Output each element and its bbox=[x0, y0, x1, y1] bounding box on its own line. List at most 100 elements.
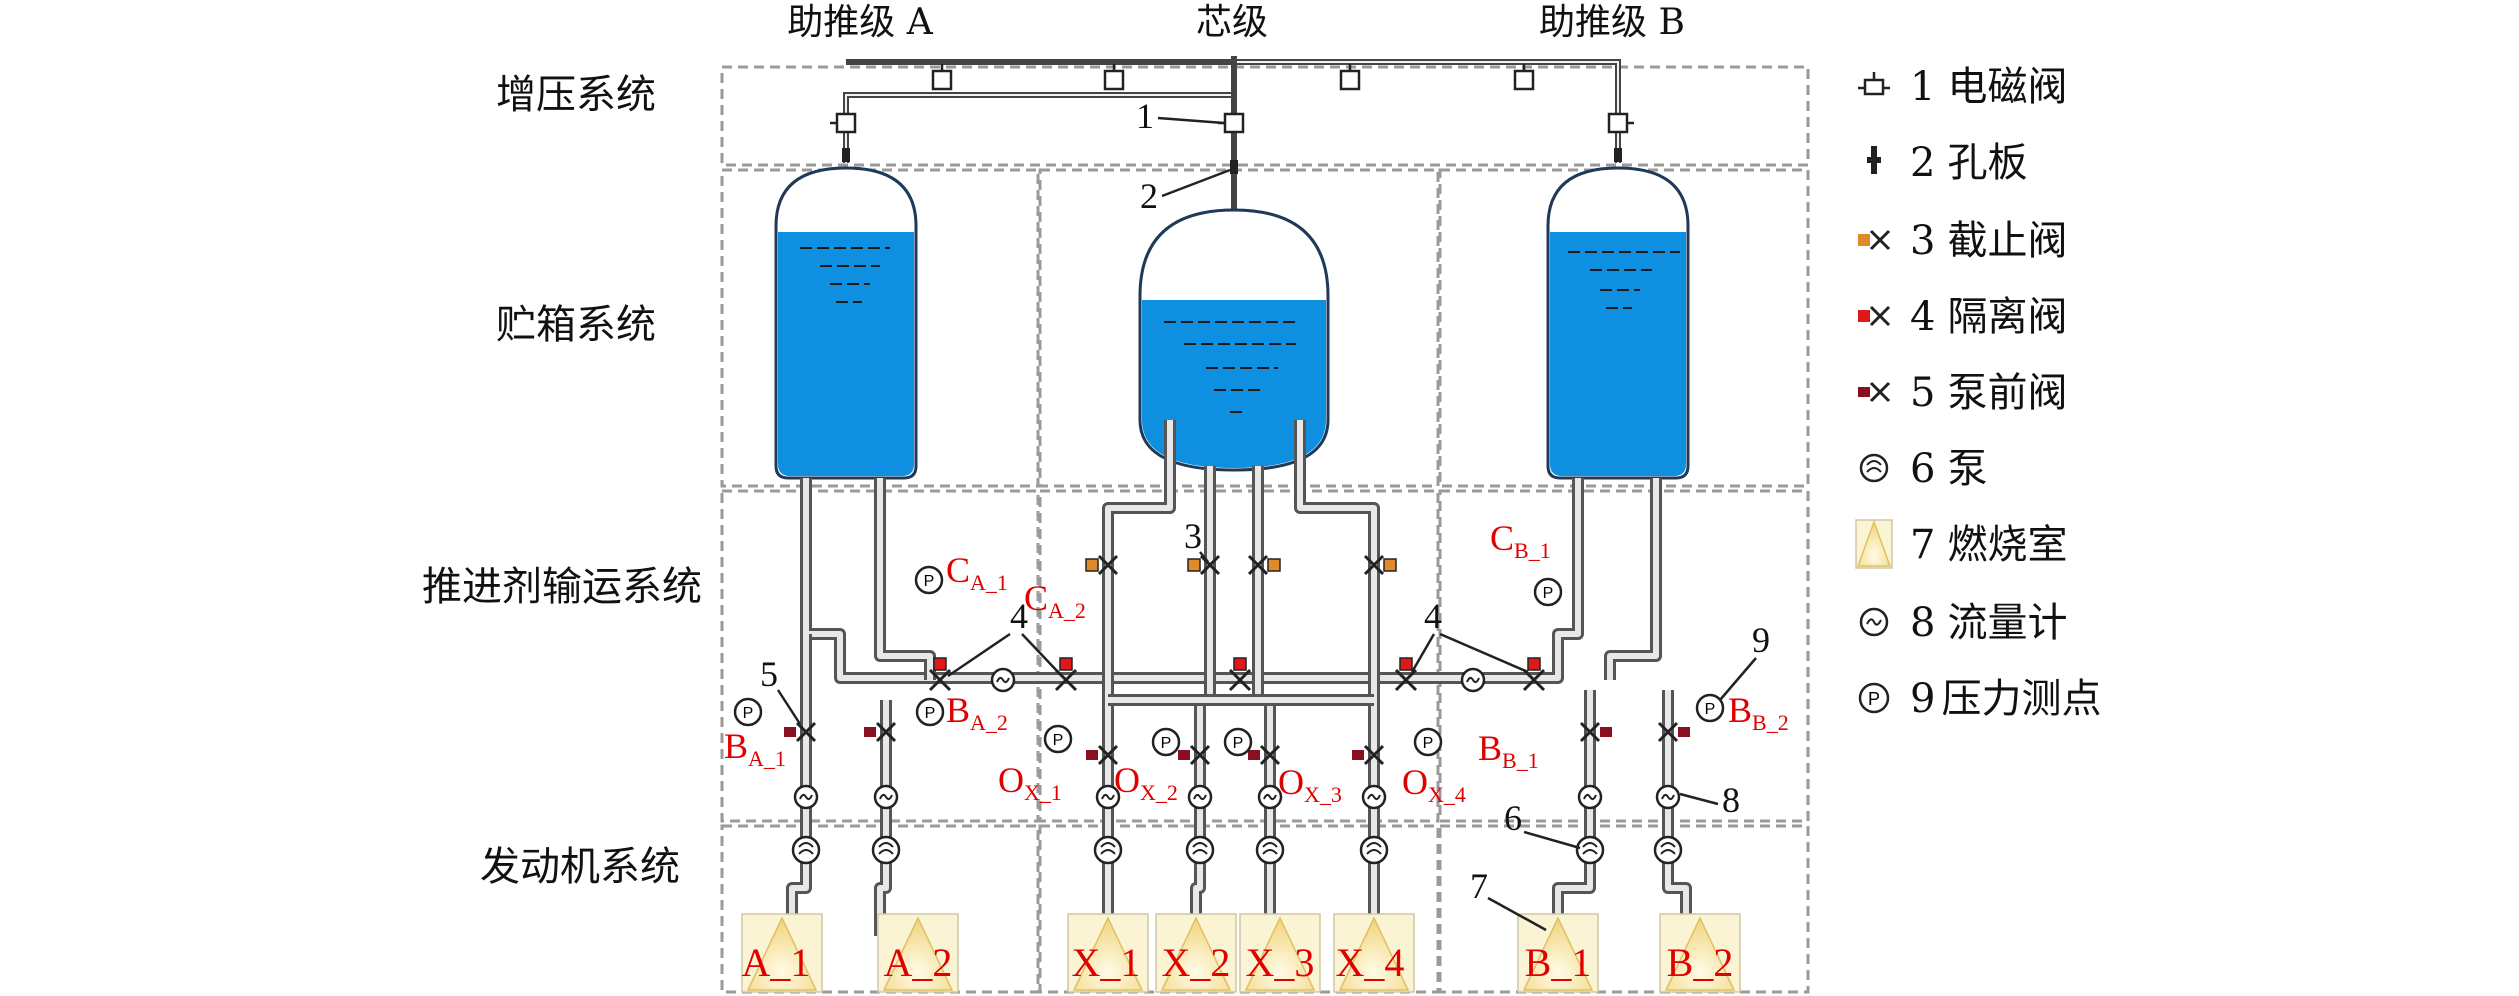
isolation-valves bbox=[928, 657, 1546, 693]
pre-pump-valve-icon bbox=[1086, 744, 1119, 766]
pre-pump-valve-icon bbox=[1657, 721, 1690, 743]
pressure-gauge-letter: P bbox=[1233, 735, 1244, 752]
label-b-a2: BA_2 bbox=[946, 690, 1008, 735]
label-b-b1: BB_1 bbox=[1478, 728, 1539, 773]
combustion-chambers bbox=[741, 913, 1741, 993]
shutoff-valves bbox=[1085, 554, 1397, 576]
label-c-b1: CB_1 bbox=[1490, 518, 1551, 563]
combustion-chamber-icon bbox=[1155, 913, 1237, 993]
flowmeter-icon bbox=[1257, 784, 1283, 810]
pre-pump-valve-icon bbox=[1352, 744, 1385, 766]
engine-label-a1: A_1 bbox=[742, 940, 811, 985]
combustion-chamber-icon bbox=[1239, 913, 1321, 993]
section-transport-core bbox=[1038, 489, 1440, 823]
pressure-point-icon: P bbox=[1043, 724, 1073, 754]
solenoid-valve-icon bbox=[1103, 64, 1125, 91]
pressure-gauge-letter: P bbox=[1543, 585, 1554, 602]
callout-7: 7 bbox=[1470, 866, 1488, 906]
pump-icon bbox=[1255, 835, 1285, 865]
shutoff-valve-icon bbox=[1247, 554, 1281, 576]
pump-icon bbox=[1575, 835, 1605, 865]
pre-pump-valve-icon bbox=[1248, 744, 1281, 766]
engine-labels: A_1 A_2 X_1 X_2 X_3 X_4 B_1 B_2 bbox=[742, 940, 1734, 985]
pump-icon bbox=[1653, 835, 1683, 865]
callout-5: 5 bbox=[760, 654, 778, 694]
flowmeter-icon bbox=[1095, 784, 1121, 810]
flowmeter-icon bbox=[1859, 607, 1889, 637]
pump-icon bbox=[1185, 835, 1215, 865]
pressure-gauge-letter: P bbox=[1868, 689, 1880, 709]
pressure-gauge-letter: P bbox=[925, 705, 936, 722]
solenoid-valve-icon bbox=[1339, 64, 1361, 91]
section-transport-b bbox=[1438, 489, 1810, 823]
isolation-valve-icon bbox=[1228, 657, 1252, 692]
callout-4b: 4 bbox=[1424, 596, 1442, 636]
combustion-chamber-icon bbox=[741, 913, 823, 993]
solenoid-valve-icon bbox=[1607, 112, 1634, 134]
combustion-chamber-icon bbox=[1855, 519, 1893, 569]
flowmeter-icon bbox=[1577, 784, 1603, 810]
combustion-chamber-icon bbox=[1517, 913, 1599, 993]
flowmeter-icon bbox=[793, 784, 819, 810]
pressure-gauges: P P P P P P P P P bbox=[733, 565, 1725, 757]
pump-icon bbox=[871, 835, 901, 865]
label-o-x2: OX_2 bbox=[1114, 760, 1178, 805]
pressure-point-icon: P bbox=[915, 697, 945, 727]
section-pressurization bbox=[720, 65, 1810, 167]
engine-label-x4: X_4 bbox=[1336, 940, 1405, 985]
callout-4a: 4 bbox=[1010, 596, 1028, 636]
engine-label-x3: X_3 bbox=[1246, 940, 1315, 985]
pressure-point-icon: P bbox=[733, 697, 763, 727]
flowmeter-icon bbox=[1655, 784, 1681, 810]
solenoid-valve-icon bbox=[1513, 64, 1535, 91]
section-engine-core bbox=[1038, 824, 1440, 994]
row-title-engine: 发动机系统 bbox=[480, 844, 680, 890]
tank-core bbox=[1138, 208, 1330, 472]
pressure-point-icon: P bbox=[1695, 693, 1725, 723]
section-tank-core bbox=[1038, 168, 1440, 488]
isolation-valve-icon bbox=[928, 657, 952, 692]
solenoid-valves bbox=[830, 64, 1634, 174]
component-callouts: 1 2 3 4 4 5 6 7 8 9 bbox=[760, 96, 1770, 932]
label-c-a1: CA_1 bbox=[946, 550, 1008, 595]
pressure-gauge-letter: P bbox=[1053, 732, 1064, 749]
isolation-valve-icon bbox=[1054, 657, 1078, 692]
combustion-chamber-icon bbox=[1333, 913, 1415, 993]
flowmeter-icon bbox=[990, 667, 1016, 693]
propellant-fill bbox=[1142, 300, 1326, 468]
combustion-chamber-icon bbox=[877, 913, 959, 993]
label-o-x1: OX_1 bbox=[998, 760, 1062, 805]
callout-1: 1 bbox=[1136, 96, 1154, 136]
pump-icon bbox=[791, 835, 821, 865]
shutoff-valve-icon bbox=[1363, 554, 1397, 576]
callout-6: 6 bbox=[1504, 798, 1522, 838]
pump-icon bbox=[1093, 835, 1123, 865]
pre-pump-valve-icon bbox=[1579, 721, 1612, 743]
pump-icon bbox=[1359, 835, 1389, 865]
label-o-x3: OX_3 bbox=[1278, 762, 1342, 807]
pressure-gauge-letter: P bbox=[1423, 735, 1434, 752]
label-b-b2: BB_2 bbox=[1728, 690, 1789, 735]
pressure-point-icon: P bbox=[1858, 682, 1890, 714]
pressure-gauge-letter: P bbox=[1161, 735, 1172, 752]
flowmeters-and-pumps bbox=[791, 784, 1683, 865]
shutoff-valve-icon bbox=[1085, 554, 1119, 576]
engine-label-x2: X_2 bbox=[1162, 940, 1231, 985]
column-title-booster-b: 助推级 B bbox=[1539, 2, 1685, 43]
engine-label-b2: B_2 bbox=[1667, 940, 1734, 985]
combustion-chamber-icon bbox=[1659, 913, 1741, 993]
engine-label-x1: X_1 bbox=[1072, 940, 1141, 985]
